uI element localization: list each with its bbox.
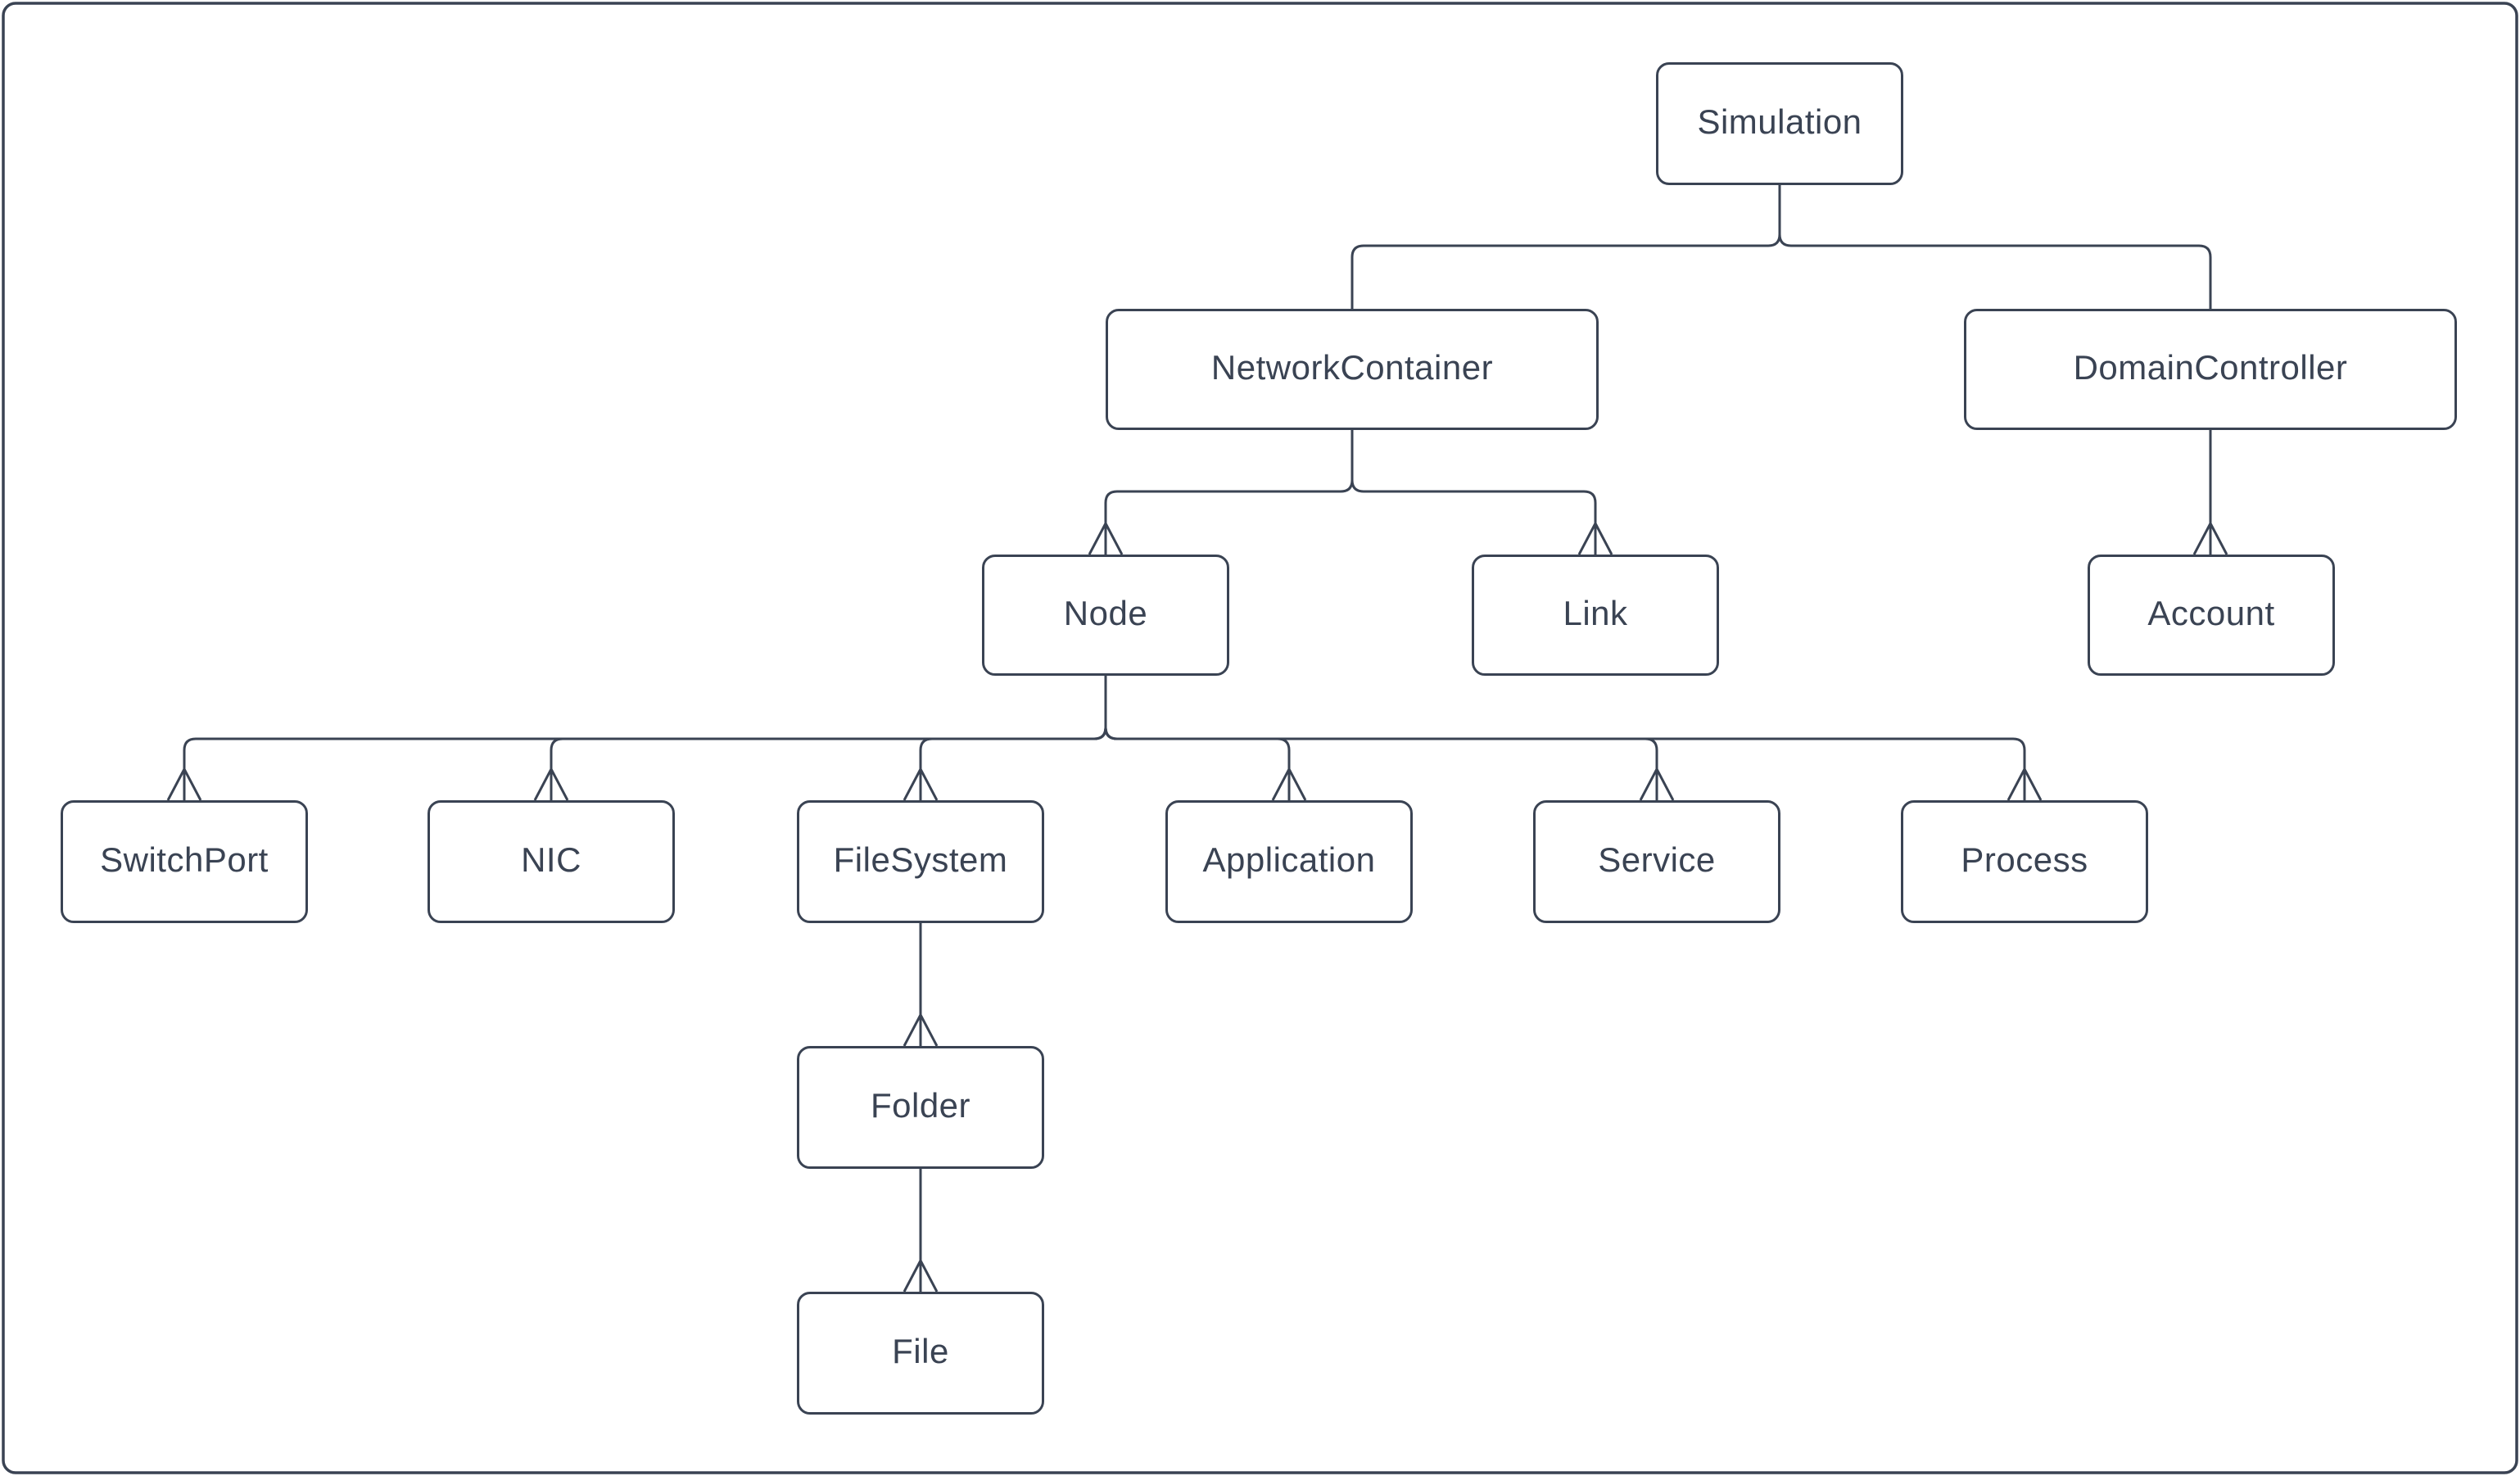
inheritance-arrowhead-file [903,1257,939,1293]
node-link[interactable]: Link [1472,555,1719,676]
node-folder[interactable]: Folder [797,1046,1044,1169]
inheritance-arrowhead-node [1088,520,1124,555]
node-service[interactable]: Service [1533,800,1780,923]
node-label: Folder [870,1086,971,1125]
edge-node-filesystem [919,676,1107,800]
node-account[interactable]: Account [2088,555,2335,676]
node-label: Process [1961,840,2088,879]
inheritance-arrowhead-process [2006,766,2043,801]
node-label: Account [2147,594,2275,632]
node-application[interactable]: Application [1165,800,1413,923]
node-label: Node [1063,594,1148,632]
node-simulation[interactable]: Simulation [1656,62,1903,185]
node-nic[interactable]: NIC [428,800,675,923]
node-label: Service [1598,840,1716,879]
inheritance-arrowhead-filesystem [903,766,939,801]
inheritance-arrowhead-service [1639,766,1675,801]
node-label: Link [1563,594,1628,632]
inheritance-arrowhead-folder [903,1012,939,1047]
node-label: Application [1202,840,1376,879]
node-process[interactable]: Process [1901,800,2148,923]
node-node[interactable]: Node [982,555,1229,676]
node-label: NetworkContainer [1210,348,1494,387]
inheritance-arrowhead-nic [533,766,569,801]
node-label: NIC [521,840,581,879]
node-domaincontroller[interactable]: DomainController [1964,309,2457,430]
edge-node-process [1104,676,2026,800]
inheritance-arrowhead-link [1577,520,1613,555]
inheritance-arrowhead-switchport [166,766,202,801]
node-label: FileSystem [833,840,1008,879]
node-filesystem[interactable]: FileSystem [797,800,1044,923]
node-switchport[interactable]: SwitchPort [61,800,308,923]
node-label: SwitchPort [100,840,269,879]
edge-networkcontainer-node [1104,430,1354,555]
inheritance-arrowhead-account [2192,520,2228,555]
inheritance-arrowhead-application [1271,766,1307,801]
edge-simulation-domaincontroller [1778,185,2212,309]
node-networkcontainer[interactable]: NetworkContainer [1106,309,1599,430]
edge-simulation-networkcontainer [1350,185,1781,309]
node-label: File [892,1332,949,1370]
node-label: Simulation [1697,102,1862,141]
node-label: DomainController [2073,348,2348,387]
edge-networkcontainer-link [1350,430,1597,555]
node-file[interactable]: File [797,1292,1044,1415]
